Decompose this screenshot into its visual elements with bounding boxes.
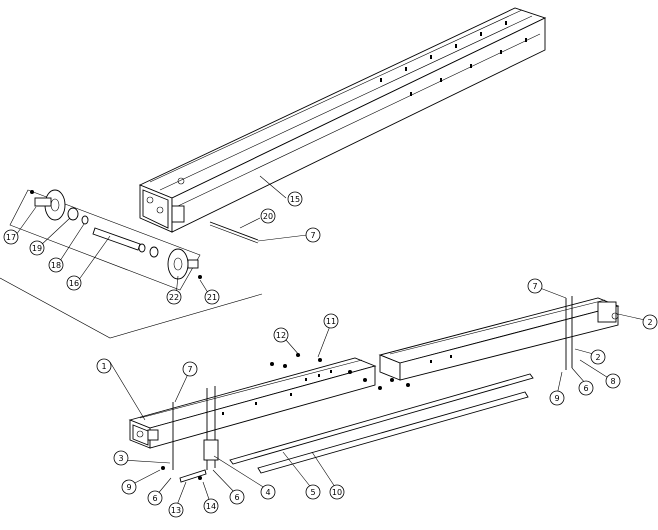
bolt-row [270,353,410,390]
callout-6: 6 [578,380,594,396]
svg-text:18: 18 [51,261,61,270]
svg-text:14: 14 [206,502,216,511]
svg-text:6: 6 [234,493,239,502]
callout-2: 2 [642,314,658,330]
svg-text:9: 9 [554,394,559,403]
callout-18: 18 [48,257,64,273]
callout-3: 3 [113,450,129,466]
callout-7c: 7 [182,361,198,377]
callout-6c: 6 [229,489,245,505]
svg-text:22: 22 [169,293,179,302]
svg-text:6: 6 [583,384,588,393]
callout-12: 12 [273,327,289,343]
callout-11: 11 [323,313,339,329]
group-bracket-line [0,277,263,339]
pin-20 [209,221,259,244]
svg-text:7: 7 [310,231,315,240]
hinge-bracket-4 [203,439,219,461]
callout-15: 15 [287,191,303,207]
svg-text:1: 1 [101,362,106,371]
top-channel-beam [138,7,547,233]
tube-5 [229,373,534,465]
svg-text:2: 2 [647,318,652,327]
svg-text:9: 9 [126,483,131,492]
svg-text:7: 7 [187,365,192,374]
svg-text:4: 4 [265,488,270,497]
callout-4: 4 [260,484,276,500]
lower-left-beam [128,357,377,449]
svg-text:7: 7 [532,282,537,291]
callout-13: 13 [168,502,184,518]
callout-9: 9 [549,390,565,406]
lower-beam-slots [222,370,332,415]
svg-text:13: 13 [171,506,181,515]
callout-7: 7 [305,227,321,243]
svg-text:6: 6 [152,494,157,503]
svg-text:16: 16 [69,279,79,288]
callout-16: 16 [66,275,82,291]
callout-2b: 2 [590,349,606,365]
callout-7b: 7 [527,278,543,294]
svg-text:5: 5 [310,488,315,497]
svg-text:12: 12 [276,331,286,340]
leader-lines [15,175,646,506]
svg-text:11: 11 [326,317,336,326]
lower-right-beam [378,297,620,381]
callout-20: 20 [260,208,276,224]
small-pins [161,466,207,483]
callout-17: 17 [3,229,19,245]
callout-19: 19 [29,240,45,256]
callout-1: 1 [96,358,112,374]
callout-6b: 6 [147,490,163,506]
callout-22: 22 [166,289,182,305]
callout-5: 5 [305,484,321,500]
svg-text:2: 2 [595,353,600,362]
svg-text:21: 21 [207,293,217,302]
svg-text:3: 3 [118,454,123,463]
wheel-axle-assembly [9,189,202,291]
svg-text:17: 17 [6,233,16,242]
svg-text:8: 8 [610,377,615,386]
callout-9b: 9 [121,479,137,495]
callout-10: 10 [329,484,345,500]
svg-text:15: 15 [290,195,300,204]
svg-text:10: 10 [332,488,342,497]
tube-10 [257,391,529,474]
callout-21: 21 [204,289,220,305]
callout-8: 8 [605,373,621,389]
callout-14: 14 [203,498,219,514]
channel-slots [380,21,527,96]
svg-text:19: 19 [32,244,42,253]
svg-text:20: 20 [263,212,273,221]
